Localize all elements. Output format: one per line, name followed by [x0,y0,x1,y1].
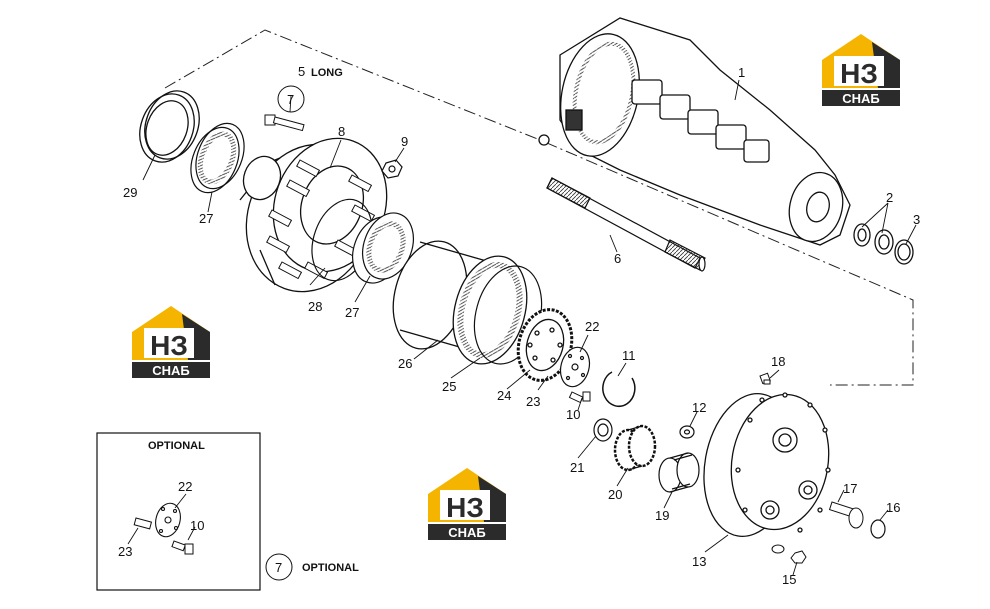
callout-7-bottom: 7 [275,560,282,575]
part-plug-17 [828,501,864,529]
callout-21: 21 [570,460,584,475]
part-axle-shaft-6 [546,177,706,272]
part-nut-9 [381,159,403,179]
logo-word: СНАБ [842,91,880,106]
callout-18: 18 [771,354,785,369]
callout-25: 25 [442,379,456,394]
callout-15: 15 [782,572,796,587]
logo-letters: НЗ [446,492,484,523]
part-snap-ring-11 [602,371,636,408]
optional-note: OPTIONAL [302,562,359,574]
callout-labels: 1 2 3 5 LONG 6 7 7 8 9 10 10 11 12 13 15… [118,64,920,587]
callout-10: 10 [566,407,580,422]
callout-12: 12 [692,400,706,415]
callout-3: 3 [913,212,920,227]
centerline [164,29,914,386]
optional-plate-22 [155,502,181,538]
part-screw-10 [568,391,591,404]
callout-20: 20 [608,487,622,502]
callout-27-right: 27 [345,305,359,320]
part-bearing-19 [658,452,700,493]
callout-22: 22 [585,319,599,334]
part-seal-29 [139,90,200,163]
callout-8: 8 [338,124,345,139]
callout-28: 28 [308,299,322,314]
part-housing-13 [703,392,831,537]
part-ring-3 [894,239,914,265]
part-screw-18 [759,372,771,385]
optional-box-title: OPTIONAL [148,440,205,452]
callout-23: 23 [526,394,540,409]
leader-lines [142,79,917,576]
callout-10-optional: 10 [190,518,204,533]
callout-16: 16 [886,500,900,515]
part-plate-22 [559,346,591,388]
part-bearing-27-left [190,122,245,194]
logo-word: СНАБ [152,363,190,378]
callout-26: 26 [398,356,412,371]
callout-23-optional: 23 [118,544,132,559]
callout-19: 19 [655,508,669,523]
logo-word: СНАБ [448,525,486,540]
callout-29: 29 [123,185,137,200]
part-bearing-27-right [352,212,414,284]
callout-1: 1 [738,65,745,80]
part-washer-12 [679,425,695,439]
part-axle-housing-1 [538,17,851,246]
part-gear-20 [613,424,657,472]
logo-letters: НЗ [150,330,188,361]
part-oring-16 [870,519,886,539]
callout-22-optional: 22 [178,479,192,494]
optional-pin-23 [133,517,153,530]
circle-callouts [265,85,305,581]
note-long: LONG [311,67,343,79]
callout-17: 17 [843,481,857,496]
callout-5: 5 [298,64,305,79]
callout-7-top: 7 [287,92,294,107]
part-plug-15 [771,544,807,564]
callout-2: 2 [886,190,893,205]
optional-box [96,432,261,591]
hub-studs [266,159,376,280]
part-bolt-7 [264,114,305,132]
callout-11: 11 [622,348,636,363]
part-ring-gear-26 [392,240,528,365]
callout-27-left: 27 [199,211,213,226]
callout-13: 13 [692,554,706,569]
part-gear-24 [516,308,574,382]
callout-9: 9 [401,134,408,149]
callout-24: 24 [497,388,511,403]
optional-screw-10 [171,540,194,555]
part-seals-2 [853,223,894,255]
callout-6: 6 [614,251,621,266]
part-washer-21 [593,418,613,442]
logo-letters: НЗ [840,58,878,89]
